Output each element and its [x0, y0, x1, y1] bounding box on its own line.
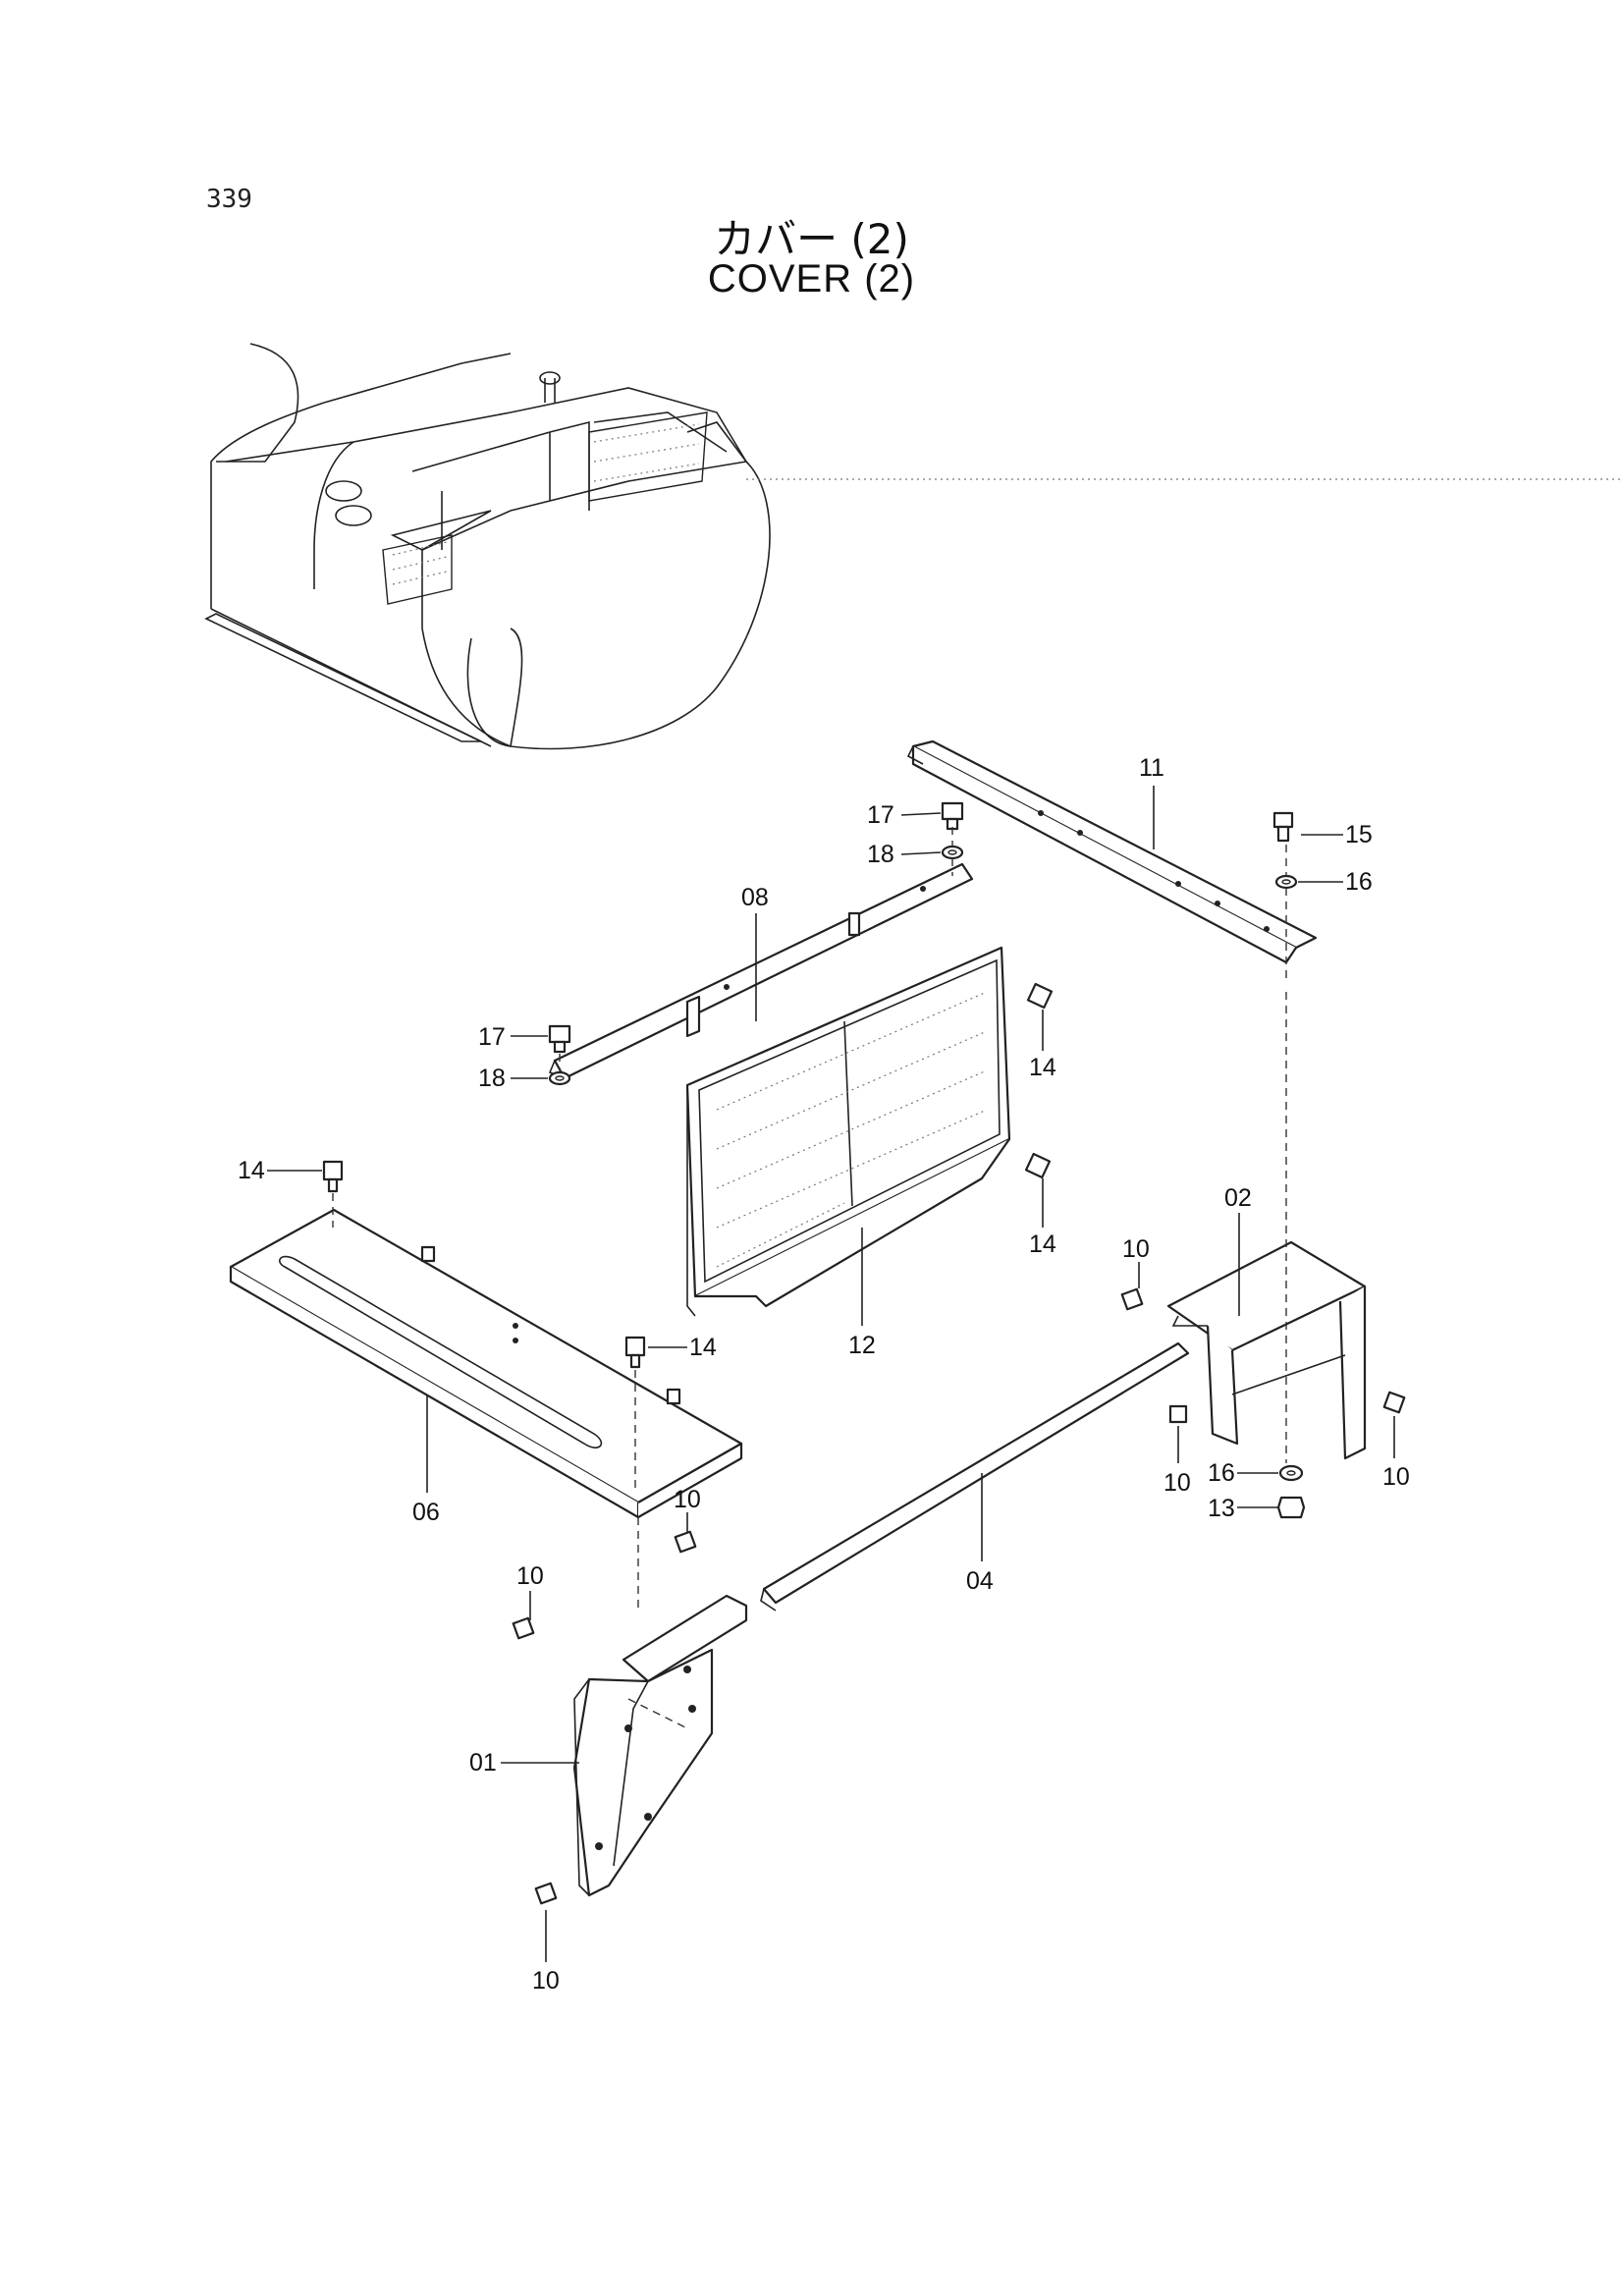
callout-14: 14: [1029, 1230, 1056, 1258]
leader-lines: [267, 786, 1395, 1962]
callout-16: 16: [1208, 1459, 1235, 1487]
callout-01: 01: [469, 1749, 497, 1777]
part-04-brace: [760, 1341, 1190, 1612]
part-02-frame: [1166, 1240, 1367, 1460]
callout-10: 10: [532, 1967, 560, 1995]
callout-18: 18: [867, 841, 894, 868]
assembly-lines: [332, 827, 1287, 1729]
callout-02: 02: [1224, 1184, 1252, 1212]
part-12-mesh-panel: [685, 946, 1011, 1317]
callout-06: 06: [412, 1499, 440, 1526]
callout-14: 14: [1029, 1054, 1056, 1081]
callout-17: 17: [478, 1023, 506, 1051]
callout-10: 10: [1382, 1463, 1410, 1491]
page-number: 339: [206, 185, 252, 214]
callout-18: 18: [478, 1065, 506, 1092]
callout-11: 11: [1139, 754, 1164, 782]
part-01-support: [572, 1594, 748, 1897]
callout-10: 10: [516, 1562, 544, 1590]
callout-17: 17: [867, 801, 894, 829]
machine-overview: [204, 343, 1623, 750]
callout-10: 10: [674, 1486, 701, 1513]
callout-08: 08: [741, 884, 769, 911]
part-06-tray: [229, 1208, 743, 1519]
callout-12: 12: [848, 1332, 876, 1359]
part-11-rail: [906, 739, 1318, 964]
callout-04: 04: [966, 1567, 994, 1595]
callout-16: 16: [1345, 868, 1373, 896]
callout-14: 14: [238, 1157, 265, 1184]
title-japanese: カバー (2): [714, 215, 909, 263]
callout-10: 10: [1163, 1469, 1191, 1497]
callout-13: 13: [1208, 1495, 1235, 1522]
callout-15: 15: [1345, 821, 1373, 848]
callout-10: 10: [1122, 1235, 1150, 1263]
callout-labels: 11 17 18 15 16 08 17 18 14 14 14 14 12 0…: [238, 754, 1410, 1995]
title-english: COVER (2): [707, 257, 916, 301]
callout-14: 14: [689, 1334, 717, 1361]
